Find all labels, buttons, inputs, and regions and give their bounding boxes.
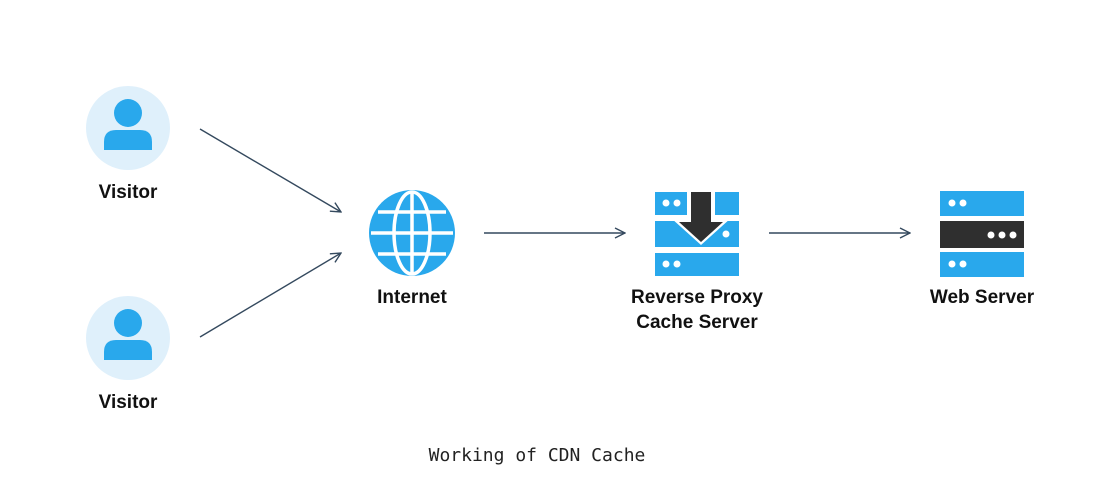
proxy-label-line2: Cache Server xyxy=(636,312,758,333)
user-icon xyxy=(86,86,170,170)
user-icon xyxy=(86,296,170,380)
internet-label: Internet xyxy=(377,287,447,308)
globe-icon xyxy=(369,190,455,276)
visitor-bottom-label: Visitor xyxy=(98,392,158,413)
server-icon xyxy=(940,191,1024,277)
arrow-visitor-top-to-internet xyxy=(199,128,341,212)
proxy-label-line1: Reverse Proxy xyxy=(630,287,764,308)
proxy-label: Reverse Proxy Cache Server xyxy=(612,285,782,335)
web-server-label: Web Server xyxy=(929,287,1035,308)
visitor-top-label: Visitor xyxy=(98,182,158,203)
cache-server-icon xyxy=(655,187,739,276)
diagram-caption: Working of CDN Cache xyxy=(428,445,646,466)
arrow-visitor-bottom-to-internet xyxy=(199,253,341,338)
